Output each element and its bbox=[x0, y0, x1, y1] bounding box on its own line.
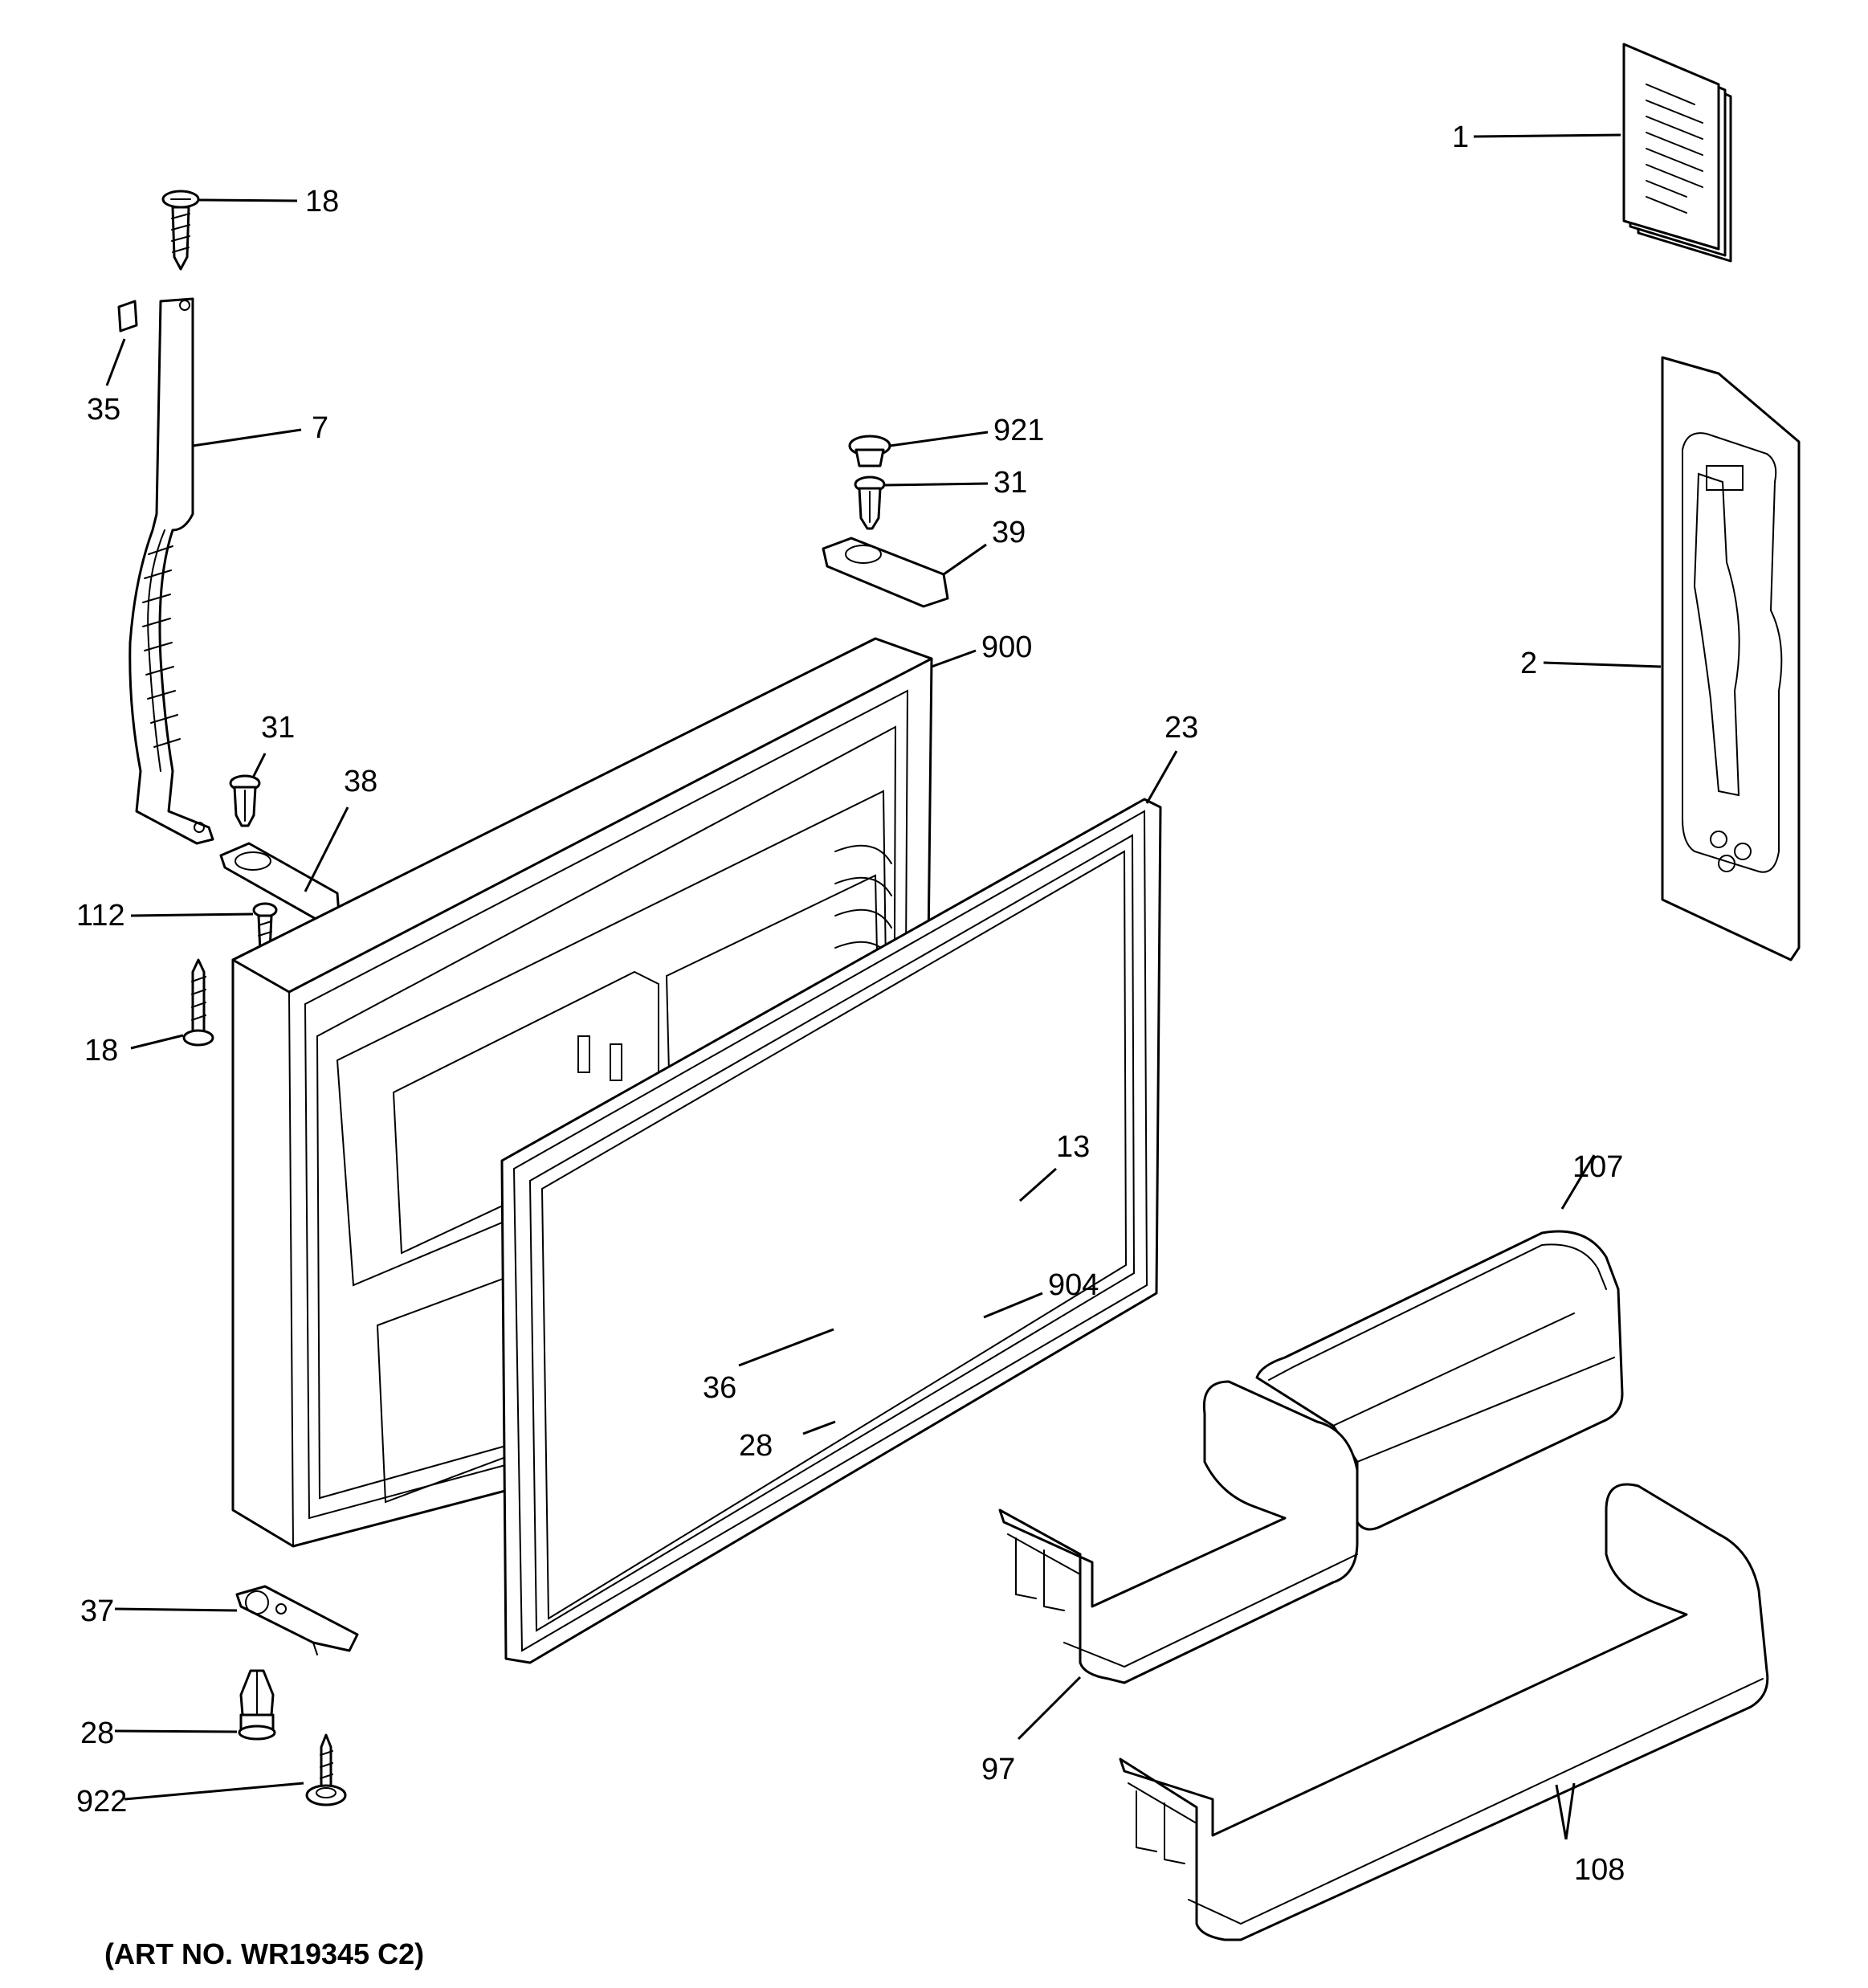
callout-labels: 1 2 18 35 7 921 31 39 900 23 31 38 112 1… bbox=[76, 120, 1625, 1887]
part-31-bushing-left bbox=[229, 774, 261, 827]
callout-28-center: 28 bbox=[739, 1429, 773, 1463]
part-921-cap bbox=[848, 435, 891, 467]
callout-107: 107 bbox=[1572, 1150, 1623, 1184]
callout-900: 900 bbox=[981, 631, 1032, 664]
callout-112: 112 bbox=[76, 899, 125, 933]
callout-38: 38 bbox=[344, 765, 377, 798]
part-23-door-gasket bbox=[500, 798, 1162, 1664]
callout-28-bottom: 28 bbox=[80, 1717, 114, 1750]
part-108-door-bin bbox=[1119, 1483, 1769, 1941]
callout-31-left: 31 bbox=[261, 711, 295, 745]
callout-18-bottom: 18 bbox=[84, 1034, 118, 1067]
callout-13: 13 bbox=[1056, 1130, 1090, 1164]
part-922-screw bbox=[305, 1733, 347, 1806]
part-7-hinge-bracket bbox=[128, 297, 214, 845]
part-37-hinge-plate bbox=[235, 1585, 359, 1655]
part-38-hinge-plate bbox=[219, 842, 341, 921]
part-18-screw-top bbox=[161, 190, 200, 271]
callout-97: 97 bbox=[981, 1753, 1015, 1786]
callout-921: 921 bbox=[993, 414, 1044, 447]
callout-1: 1 bbox=[1452, 120, 1469, 154]
part-97-door-bin bbox=[998, 1380, 1359, 1684]
callout-2: 2 bbox=[1520, 647, 1537, 680]
part-28-pivot-pin-bottom bbox=[238, 1669, 276, 1741]
callout-37: 37 bbox=[80, 1594, 114, 1628]
callout-904: 904 bbox=[1048, 1268, 1099, 1302]
callout-922: 922 bbox=[76, 1785, 127, 1819]
art-number: (ART NO. WR19345 C2) bbox=[104, 1937, 424, 1970]
part-2-door-handle bbox=[1661, 356, 1801, 961]
part-39-hinge-plate bbox=[822, 537, 949, 608]
callout-18-top: 18 bbox=[305, 185, 339, 218]
callout-31-top: 31 bbox=[993, 466, 1027, 500]
part-107-door-bin bbox=[1255, 1230, 1624, 1531]
callout-23: 23 bbox=[1164, 711, 1198, 745]
part-18-screw-bottom bbox=[182, 958, 214, 1047]
callout-7: 7 bbox=[312, 411, 328, 445]
callout-36: 36 bbox=[703, 1371, 736, 1405]
part-35-label bbox=[117, 300, 138, 333]
leader-lines bbox=[105, 133, 1662, 1840]
callout-108: 108 bbox=[1574, 1853, 1625, 1887]
part-31-bushing-top bbox=[854, 476, 886, 530]
part-1-manual bbox=[1622, 43, 1732, 263]
callout-35: 35 bbox=[87, 393, 120, 427]
callout-39: 39 bbox=[992, 516, 1026, 549]
